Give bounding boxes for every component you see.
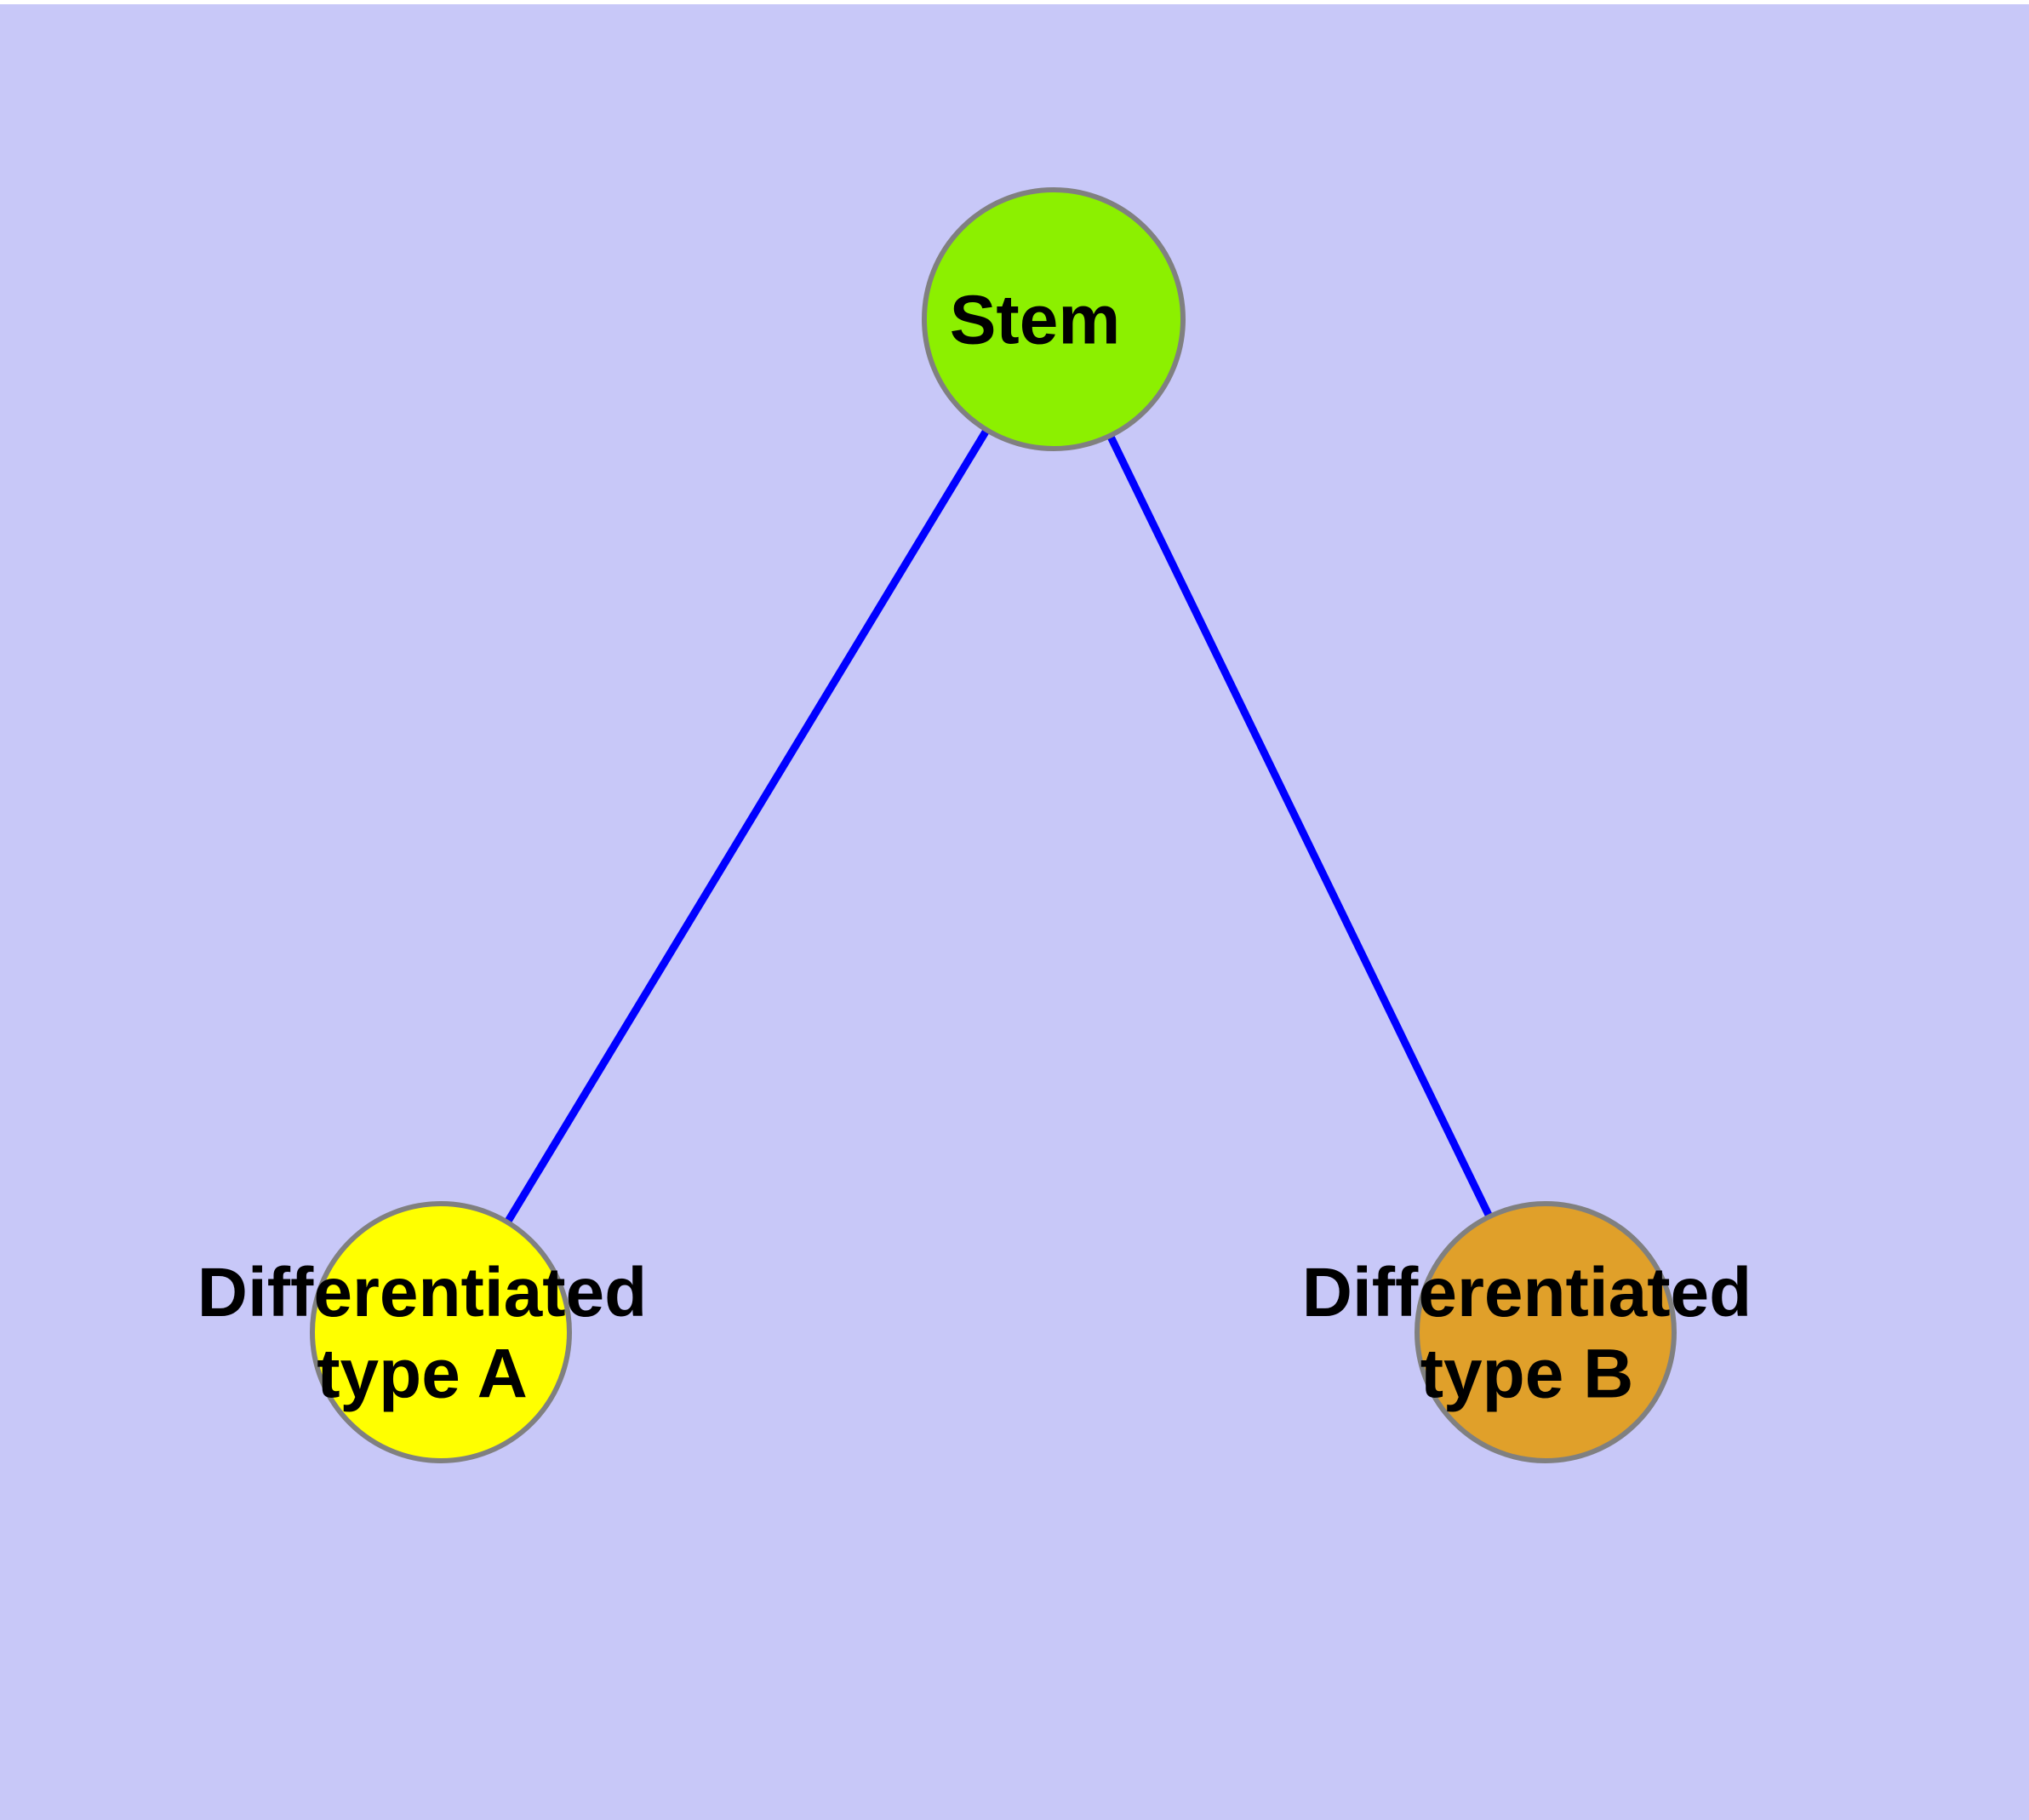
- node-label-diff_b-line-0: Differentiated: [1302, 1254, 1752, 1331]
- node-circle-diff_a[interactable]: [310, 1201, 572, 1463]
- node-label-diff_a-line-1: type A: [317, 1335, 528, 1412]
- node-circle-diff_b[interactable]: [1415, 1201, 1677, 1463]
- node-label-diff_a-line-0: Differentiated: [197, 1254, 648, 1331]
- node-label-stem-line-0: Stem: [950, 282, 1121, 359]
- edges-layer: [504, 427, 1494, 1225]
- edge-stem-diff-a[interactable]: [504, 427, 991, 1225]
- top-edge-strip: [0, 0, 2029, 4]
- edge-stem-diff-b[interactable]: [1106, 433, 1494, 1219]
- node-circle-stem[interactable]: [922, 187, 1186, 451]
- node-stem[interactable]: Stem: [922, 187, 1186, 451]
- node-label-diff_b-line-1: type B: [1420, 1335, 1634, 1412]
